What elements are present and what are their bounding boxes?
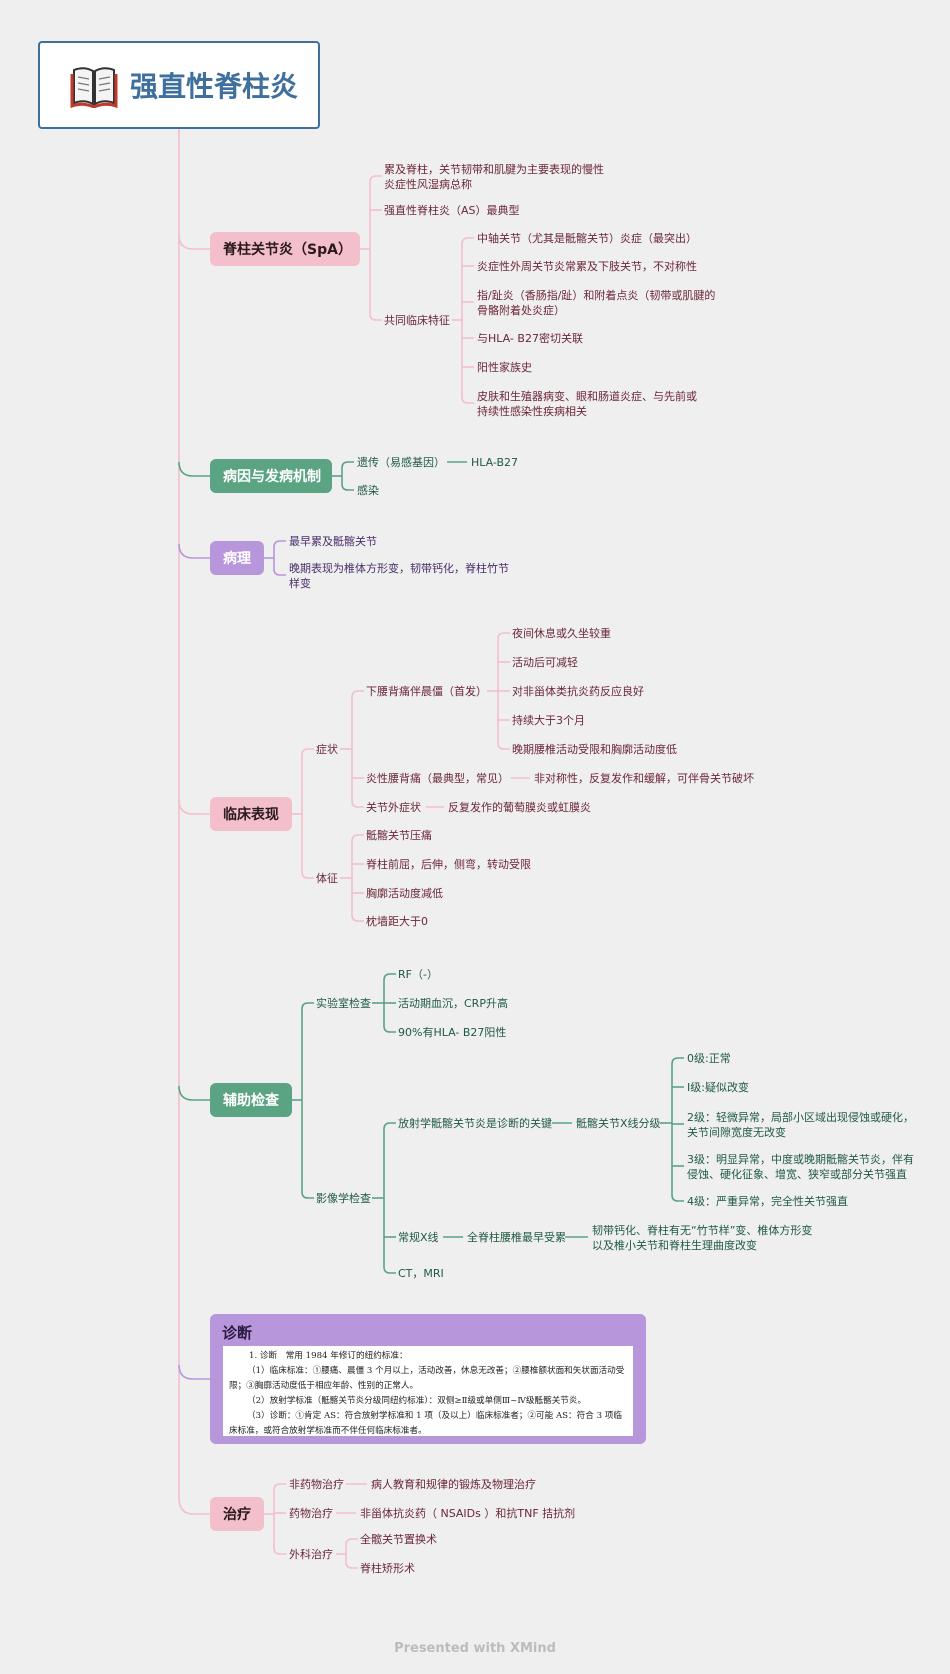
- clinical-extra-detail: 反复发作的葡萄膜炎或虹膜炎: [448, 801, 591, 814]
- etiology-infection: 感染: [357, 484, 379, 497]
- treatment-non-drug[interactable]: 非药物治疗: [289, 1478, 344, 1491]
- diagnosis-criteria-image: 1. 诊断 常用 1984 年修订的纽约标准： （1）临床标准：①腰痛、晨僵 3…: [223, 1346, 633, 1436]
- sign-item: 胸廓活动度减低: [366, 887, 443, 900]
- spa-feature: 中轴关节（尤其是骶髂关节）炎症（最突出）: [477, 232, 697, 245]
- treatment-drug[interactable]: 药物治疗: [289, 1507, 333, 1520]
- low-back-item: 晚期腰椎活动受限和胸廓活动度低: [512, 743, 677, 756]
- branch-diagnosis[interactable]: 诊断 1. 诊断 常用 1984 年修订的纽约标准： （1）临床标准：①腰痛、晨…: [210, 1314, 646, 1444]
- clinical-symptoms[interactable]: 症状: [316, 743, 338, 756]
- footer-credit: Presented with XMind: [394, 1641, 556, 1656]
- treatment-non-drug-detail: 病人教育和规律的锻炼及物理治疗: [371, 1478, 536, 1491]
- spa-feature: 与HLA- B27密切关联: [477, 332, 583, 345]
- grade-item: 2级：轻微异常，局部小区域出现侵蚀或硬化，关节间隙宽度无改变: [687, 1111, 914, 1139]
- low-back-item: 持续大于3个月: [512, 714, 585, 727]
- grade-item: I级:疑似改变: [687, 1081, 749, 1094]
- spa-feature: 指/趾炎（香肠指/趾）和附着点炎（韧带或肌腱的骨骼附着处炎症）: [477, 289, 716, 317]
- grade-item: 3级：明显异常，中度或晚期骶髂关节炎，伴有侵蚀、硬化征象、增宽、狭窄或部分关节强…: [687, 1153, 914, 1181]
- etiology-genetic: 遗传（易感基因）: [357, 456, 445, 469]
- surgery-item: 全髋关节置换术: [360, 1533, 437, 1546]
- aux-radiology[interactable]: 放射学骶髂关节炎是诊断的关键: [398, 1117, 552, 1130]
- treatment-surgery[interactable]: 外科治疗: [289, 1548, 333, 1561]
- clinical-low-back-pain[interactable]: 下腰背痛伴晨僵（首发）: [366, 685, 487, 698]
- sign-item: 脊柱前屈，后伸，侧弯，转动受限: [366, 858, 531, 871]
- clinical-inflammatory[interactable]: 炎性腰背痛（最典型，常见）: [366, 772, 509, 785]
- open-book-icon: [70, 67, 118, 108]
- branch-etiology[interactable]: 病因与发病机制: [210, 459, 332, 493]
- aux-lab[interactable]: 实验室检查: [316, 997, 371, 1010]
- spa-as-typical: 强直性脊柱炎（AS）最典型: [384, 204, 520, 217]
- diagnosis-line: （2）放射学标准（骶髂关节炎分级同纽约标准）：双侧≥Ⅱ级或单侧Ⅲ~Ⅳ级骶髂关节炎…: [247, 1396, 587, 1406]
- diagnosis-title: 诊断: [222, 1324, 253, 1342]
- aux-imaging[interactable]: 影像学检查: [316, 1192, 371, 1205]
- diagnosis-line: （3）诊断：①肯定 AS：符合放射学标准和 1 项（及以上）临床标准者；②可能 …: [229, 1411, 622, 1436]
- branch-spa[interactable]: 脊柱关节炎（SpA）: [210, 232, 360, 266]
- low-back-item: 夜间休息或久坐较重: [512, 627, 611, 640]
- aux-xray[interactable]: 常规X线: [398, 1231, 439, 1244]
- diagnosis-line: 1. 诊断 常用 1984 年修订的纽约标准：: [249, 1351, 408, 1361]
- grade-item: 4级：严重异常，完全性关节强直: [687, 1195, 848, 1208]
- central-topic[interactable]: 强直性脊柱炎: [38, 41, 320, 129]
- pathology-item: 晚期表现为椎体方形变，韧带钙化，脊柱竹节样变: [289, 562, 509, 590]
- sign-item: 枕墙距大于0: [366, 915, 428, 928]
- lab-item: 活动期血沉，CRP升高: [398, 997, 508, 1010]
- low-back-item: 对非甾体类抗炎药反应良好: [512, 685, 644, 698]
- clinical-signs[interactable]: 体征: [316, 872, 338, 885]
- aux-spine-detail: 韧带钙化、脊柱有无“竹节样”变、椎体方形变以及椎小关节和脊柱生理曲度改变: [592, 1224, 813, 1252]
- central-topic-title: 强直性脊柱炎: [130, 70, 299, 103]
- sign-item: 骶髂关节压痛: [366, 829, 432, 842]
- spa-feature: 炎症性外周关节炎常累及下肢关节，不对称性: [477, 260, 697, 273]
- diagnosis-line: （1）临床标准：①腰痛、晨僵 3 个月以上，活动改善，休息无改善；②腰椎额状面和…: [229, 1366, 625, 1391]
- branch-auxiliary[interactable]: 辅助检查: [210, 1083, 292, 1117]
- pathology-item: 最早累及骶髂关节: [289, 535, 377, 548]
- surgery-item: 脊柱矫形术: [360, 1562, 415, 1575]
- etiology-hla: HLA-B27: [471, 456, 519, 469]
- aux-grading[interactable]: 骶髂关节X线分级: [576, 1117, 661, 1130]
- branch-treatment[interactable]: 治疗: [210, 1497, 264, 1531]
- branch-clinical[interactable]: 临床表现: [210, 797, 292, 831]
- spa-feature: 阳性家族史: [477, 361, 532, 374]
- clinical-inflammatory-detail: 非对称性，反复发作和缓解，可伴骨关节破坏: [534, 772, 754, 785]
- aux-ct-mri: CT，MRI: [398, 1267, 444, 1280]
- lab-item: 90%有HLA- B27阳性: [398, 1026, 507, 1039]
- spa-feature: 皮肤和生殖器病变、眼和肠道炎症、与先前或持续性感染性疾病相关: [477, 390, 697, 418]
- spa-definition: 累及脊柱，关节韧带和肌腱为主要表现的慢性炎症性风湿病总称: [384, 163, 604, 191]
- clinical-extra-articular[interactable]: 关节外症状: [366, 801, 421, 814]
- lab-item: RF（-）: [398, 968, 438, 981]
- spa-common-features[interactable]: 共同临床特征: [384, 314, 450, 327]
- grade-item: 0级:正常: [687, 1052, 731, 1065]
- treatment-drug-detail: 非甾体抗炎药（ NSAIDs ）和抗TNF 拮抗剂: [360, 1507, 576, 1520]
- low-back-item: 活动后可减轻: [512, 656, 578, 669]
- branch-pathology[interactable]: 病理: [210, 541, 264, 575]
- aux-spine[interactable]: 全脊柱腰椎最早受累: [467, 1231, 566, 1244]
